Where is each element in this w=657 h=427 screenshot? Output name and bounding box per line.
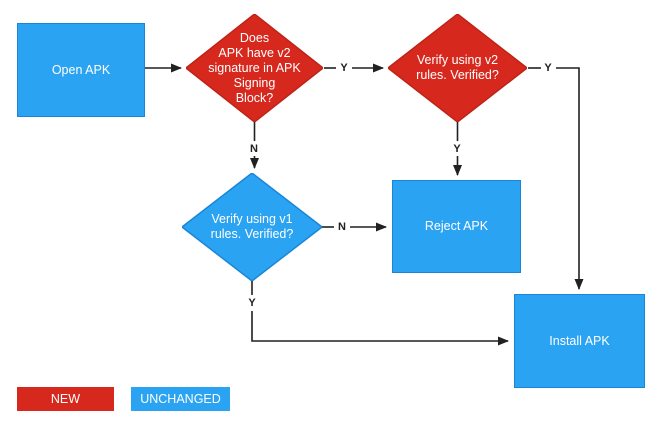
edge-label-v2verify-yes: Y bbox=[544, 62, 552, 74]
legend-item-new-label: NEW bbox=[50, 392, 81, 406]
node-v2-signature-check-label: Does APK have v2 signature in APK Signin… bbox=[208, 30, 301, 105]
node-v2-verify-label: Verify using v2 rules. Verified? bbox=[416, 53, 499, 82]
node-open-apk-label: Open APK bbox=[51, 62, 111, 77]
edge-label-v2check-no: N bbox=[250, 143, 258, 155]
node-v2-signature-check: Does APK have v2 signature in APK Signin… bbox=[186, 14, 323, 122]
legend-item-unchanged-label: UNCHANGED bbox=[140, 392, 221, 406]
node-open-apk: Open APK bbox=[17, 23, 145, 117]
node-install-apk: Install APK bbox=[514, 294, 645, 388]
edge-v1verify-yes-b bbox=[251, 311, 509, 346]
edge-label-v2verify-no: Y bbox=[453, 143, 461, 155]
diamond-shape bbox=[388, 14, 527, 122]
legend-item-unchanged: UNCHANGED bbox=[131, 387, 230, 411]
diamond-shape bbox=[186, 14, 323, 122]
node-install-apk-label: Install APK bbox=[549, 333, 610, 348]
edge-label-v1verify-yes: Y bbox=[248, 297, 256, 309]
node-v1-verify: Verify using v1 rules. Verified? bbox=[182, 173, 322, 281]
node-reject-apk: Reject APK bbox=[392, 180, 521, 273]
edge-label-v1verify-no: N bbox=[338, 221, 346, 233]
legend-item-new: NEW bbox=[17, 387, 114, 411]
edge-v2verify-yes-b bbox=[556, 67, 584, 290]
node-v2-verify: Verify using v2 rules. Verified? bbox=[388, 14, 527, 122]
edge-label-v2check-yes: Y bbox=[340, 62, 348, 74]
node-reject-apk-label: Reject APK bbox=[424, 219, 489, 233]
node-v1-verify-label: Verify using v1 rules. Verified? bbox=[210, 212, 294, 241]
diamond-shape bbox=[182, 173, 322, 281]
